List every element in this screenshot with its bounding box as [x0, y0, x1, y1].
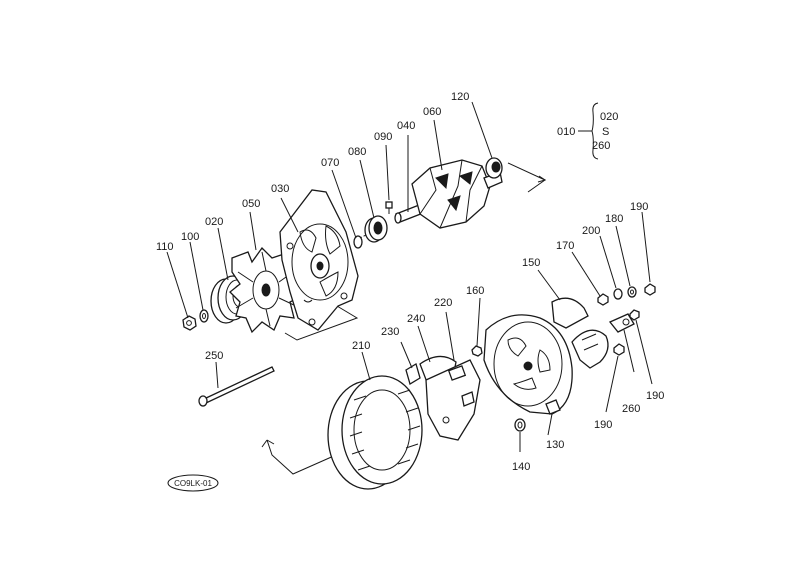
label-140: 140	[512, 461, 530, 473]
stamp-text: CO9LK-01	[174, 479, 212, 488]
label-250: 250	[205, 350, 223, 362]
label-260: 260	[622, 403, 640, 415]
label-220: 220	[434, 297, 452, 309]
leader-lines	[166, 101, 653, 452]
label-080: 080	[348, 146, 366, 158]
part-nut-170	[597, 293, 609, 306]
label-120: 120	[451, 91, 469, 103]
part-nut-190-right	[629, 309, 640, 321]
label-100: 100	[181, 231, 199, 243]
part-bearing-080	[364, 215, 388, 243]
part-nut-190-top	[644, 283, 656, 296]
part-screw-090	[385, 201, 393, 214]
label-130: 130	[546, 439, 564, 451]
part-nut-160	[471, 345, 483, 357]
group-tilde-label: S	[602, 126, 609, 138]
label-240: 240	[407, 313, 425, 325]
label-190-bottom: 190	[594, 419, 612, 431]
label-180: 180	[605, 213, 623, 225]
part-insulator-200	[613, 288, 623, 300]
label-190-right: 190	[646, 390, 664, 402]
part-front-housing-030	[279, 189, 359, 331]
label-070: 070	[321, 157, 339, 169]
label-160: 160	[466, 285, 484, 297]
part-sleeve-140	[514, 418, 526, 432]
part-labels: 020 050 030 070 080 090 040 060 120 110 …	[156, 91, 664, 473]
group-to-label: 260	[592, 140, 610, 152]
part-terminal-260	[608, 313, 635, 333]
label-210: 210	[352, 340, 370, 352]
part-rectifier-220	[425, 311, 481, 441]
label-190-top: 190	[630, 201, 648, 213]
label-150: 150	[522, 257, 540, 269]
label-230: 230	[381, 326, 399, 338]
label-020: 020	[205, 216, 223, 228]
label-060: 060	[423, 106, 441, 118]
part-rear-housing-130	[483, 314, 573, 415]
part-bearing-120	[485, 157, 503, 179]
label-200: 200	[582, 225, 600, 237]
part-washer-180	[627, 286, 637, 298]
part-brush-230	[400, 341, 421, 385]
catalog-stamp: CO9LK-01	[167, 474, 219, 492]
part-through-bolt-250	[198, 366, 275, 407]
group-from-label: 020	[600, 111, 618, 123]
label-030: 030	[271, 183, 289, 195]
part-rotor-060	[411, 159, 503, 229]
label-110: 110	[156, 241, 174, 253]
group-main-label: 010	[557, 126, 575, 138]
part-washer-100	[199, 309, 209, 323]
part-rear-cover-150	[551, 297, 609, 369]
label-050: 050	[242, 198, 260, 210]
part-group-bracket: 010 020 S 260	[557, 102, 618, 160]
label-170: 170	[556, 240, 574, 252]
part-nut-190-mid	[613, 343, 625, 356]
part-stator-210	[327, 375, 423, 490]
part-nut-110	[182, 315, 197, 331]
part-spacer-070	[353, 235, 363, 249]
label-040: 040	[397, 120, 415, 132]
label-090: 090	[374, 131, 392, 143]
